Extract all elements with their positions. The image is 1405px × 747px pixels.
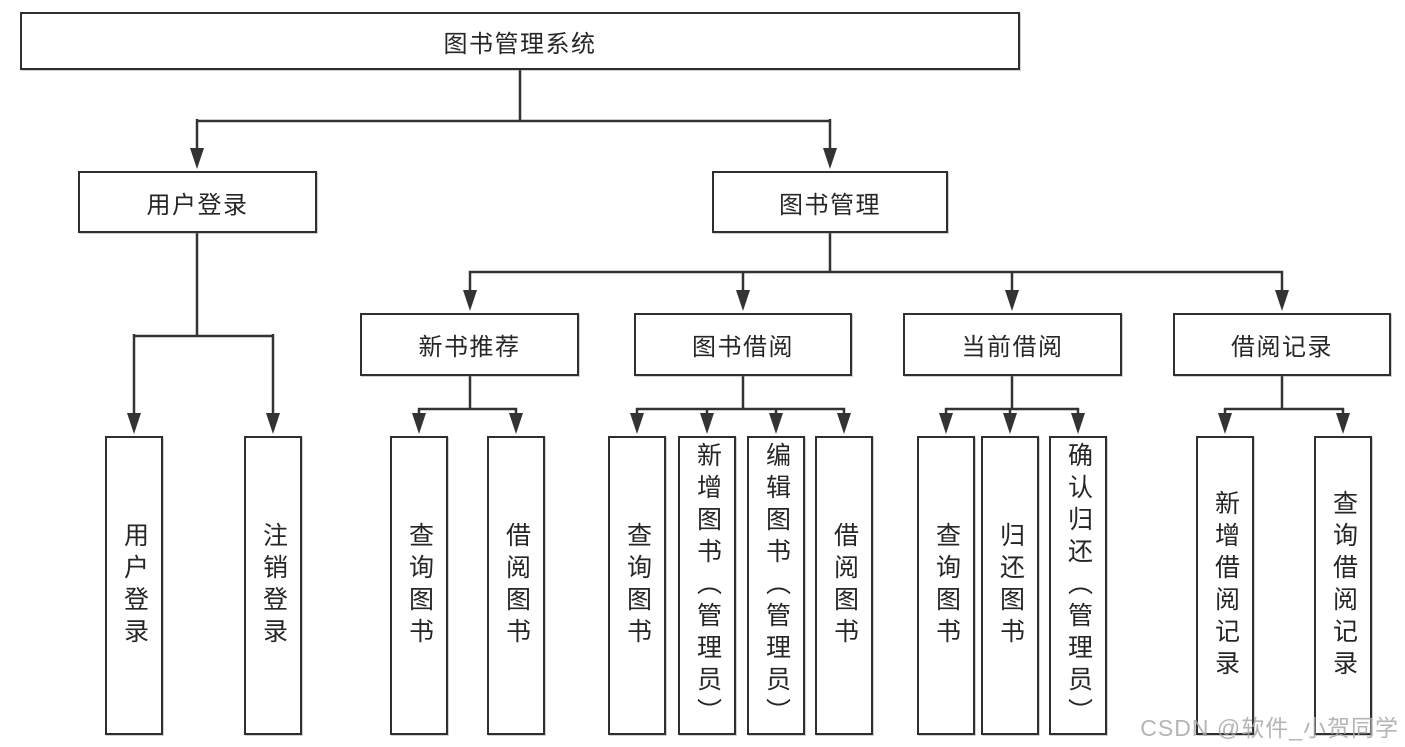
- node-user-login: 用户登录: [78, 171, 317, 233]
- leaf-user-login: 用户登录: [105, 436, 163, 735]
- node-root-system: 图书管理系统: [20, 12, 1020, 70]
- leaf-return-books: 归还图书: [981, 436, 1039, 735]
- connector-book-borrow-to-leaves: [635, 375, 846, 414]
- leaf-confirm-return-admin: 确认归还（管理员）: [1049, 436, 1107, 735]
- node-book-management: 图书管理: [712, 171, 948, 233]
- connector-book-mgmt-to-level3: [468, 233, 1284, 291]
- leaf-borrow-books: 借阅图书: [815, 436, 873, 735]
- node-book-borrowing: 图书借阅: [634, 313, 852, 376]
- connector-root-to-level2: [195, 70, 832, 149]
- leaf-add-borrow-record: 新增借阅记录: [1196, 436, 1254, 735]
- leaf-logout: 注销登录: [244, 436, 302, 735]
- node-current-borrowing: 当前借阅: [903, 313, 1122, 376]
- leaf-query-books-recommend: 查询图书: [390, 436, 448, 735]
- connector-current-borrow-to-leaves: [944, 375, 1080, 414]
- csdn-watermark: CSDN @软件_小贺同学: [1140, 715, 1399, 741]
- leaf-add-books-admin: 新增图书（管理员）: [678, 436, 736, 735]
- leaf-edit-books-admin: 编辑图书（管理员）: [747, 436, 805, 735]
- node-borrowing-records: 借阅记录: [1173, 313, 1391, 376]
- leaf-query-borrow-record: 查询借阅记录: [1314, 436, 1372, 735]
- leaf-query-books-borrowing: 查询图书: [608, 436, 666, 735]
- arrowheads: [127, 148, 1350, 434]
- leaf-query-books-current: 查询图书: [917, 436, 975, 735]
- node-new-book-recommend: 新书推荐: [360, 313, 579, 376]
- connector-borrow-records-to-leaves: [1223, 375, 1345, 414]
- connector-new-book-rec-to-leaves: [417, 375, 518, 414]
- connector-user-login-to-leaves: [132, 233, 275, 414]
- leaf-borrow-books-recommend: 借阅图书: [487, 436, 545, 735]
